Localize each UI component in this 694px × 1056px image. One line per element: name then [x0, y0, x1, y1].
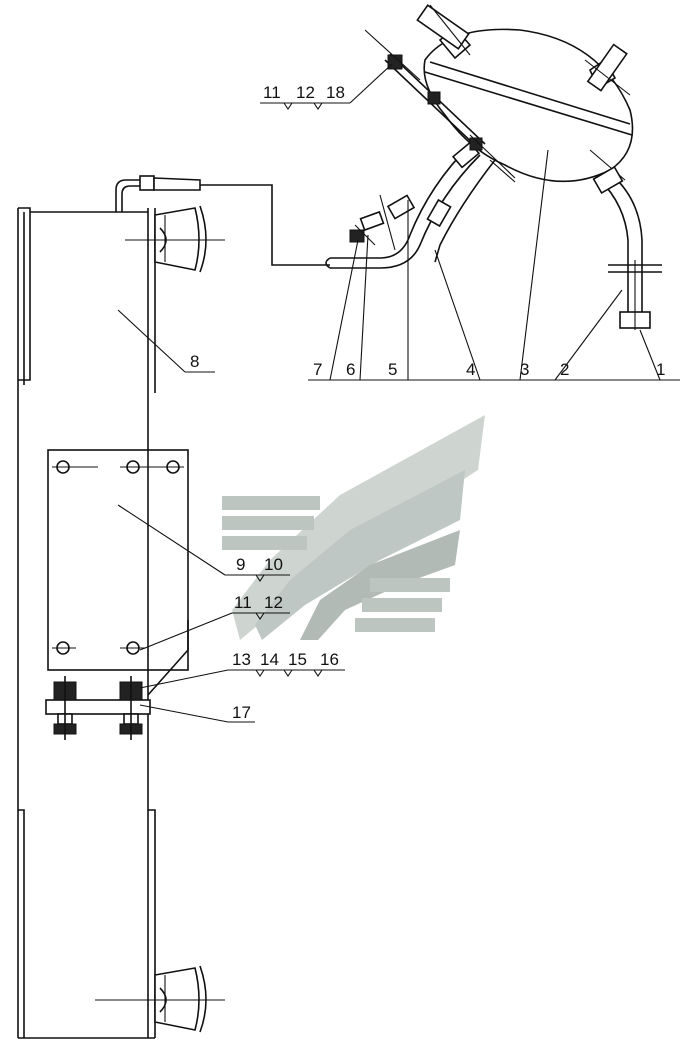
- callout-11-top: 11: [263, 83, 281, 102]
- bottom-clamp-fitting: [95, 965, 225, 1033]
- callout-9: 9: [236, 555, 245, 574]
- callout-12-mid: 12: [264, 593, 283, 612]
- label-group-ticks: [255, 102, 323, 677]
- callout-6: 6: [346, 360, 355, 379]
- left-pipe-assembly: [325, 141, 496, 269]
- callout-labels: 1 2 3 4 5 6 7 8 11 12 18 9 10 11 12 13 1…: [190, 83, 665, 722]
- right-pipe-assembly: [592, 165, 662, 330]
- upper-bolt-bracket: [364, 29, 516, 179]
- callout-3: 3: [520, 360, 529, 379]
- callout-12-top: 12: [296, 83, 315, 102]
- top-clamp-fitting: [125, 205, 225, 273]
- callout-13: 13: [232, 650, 251, 669]
- callout-15: 15: [288, 650, 307, 669]
- main-bracket: [17, 207, 189, 1039]
- callout-7: 7: [313, 360, 322, 379]
- breather-hose: [115, 175, 330, 266]
- callout-10: 10: [264, 555, 283, 574]
- callout-16: 16: [320, 650, 339, 669]
- watermark-logo: [222, 415, 485, 640]
- callout-11-mid: 11: [234, 593, 252, 612]
- callout-8: 8: [190, 352, 199, 371]
- reservoir-tank: [416, 4, 634, 183]
- callout-18: 18: [326, 83, 345, 102]
- callout-14: 14: [260, 650, 279, 669]
- callout-1: 1: [656, 360, 665, 379]
- leader-lines: [117, 63, 680, 723]
- callout-5: 5: [388, 360, 397, 379]
- callout-4: 4: [466, 360, 475, 379]
- callout-17: 17: [232, 703, 251, 722]
- callout-2: 2: [560, 360, 569, 379]
